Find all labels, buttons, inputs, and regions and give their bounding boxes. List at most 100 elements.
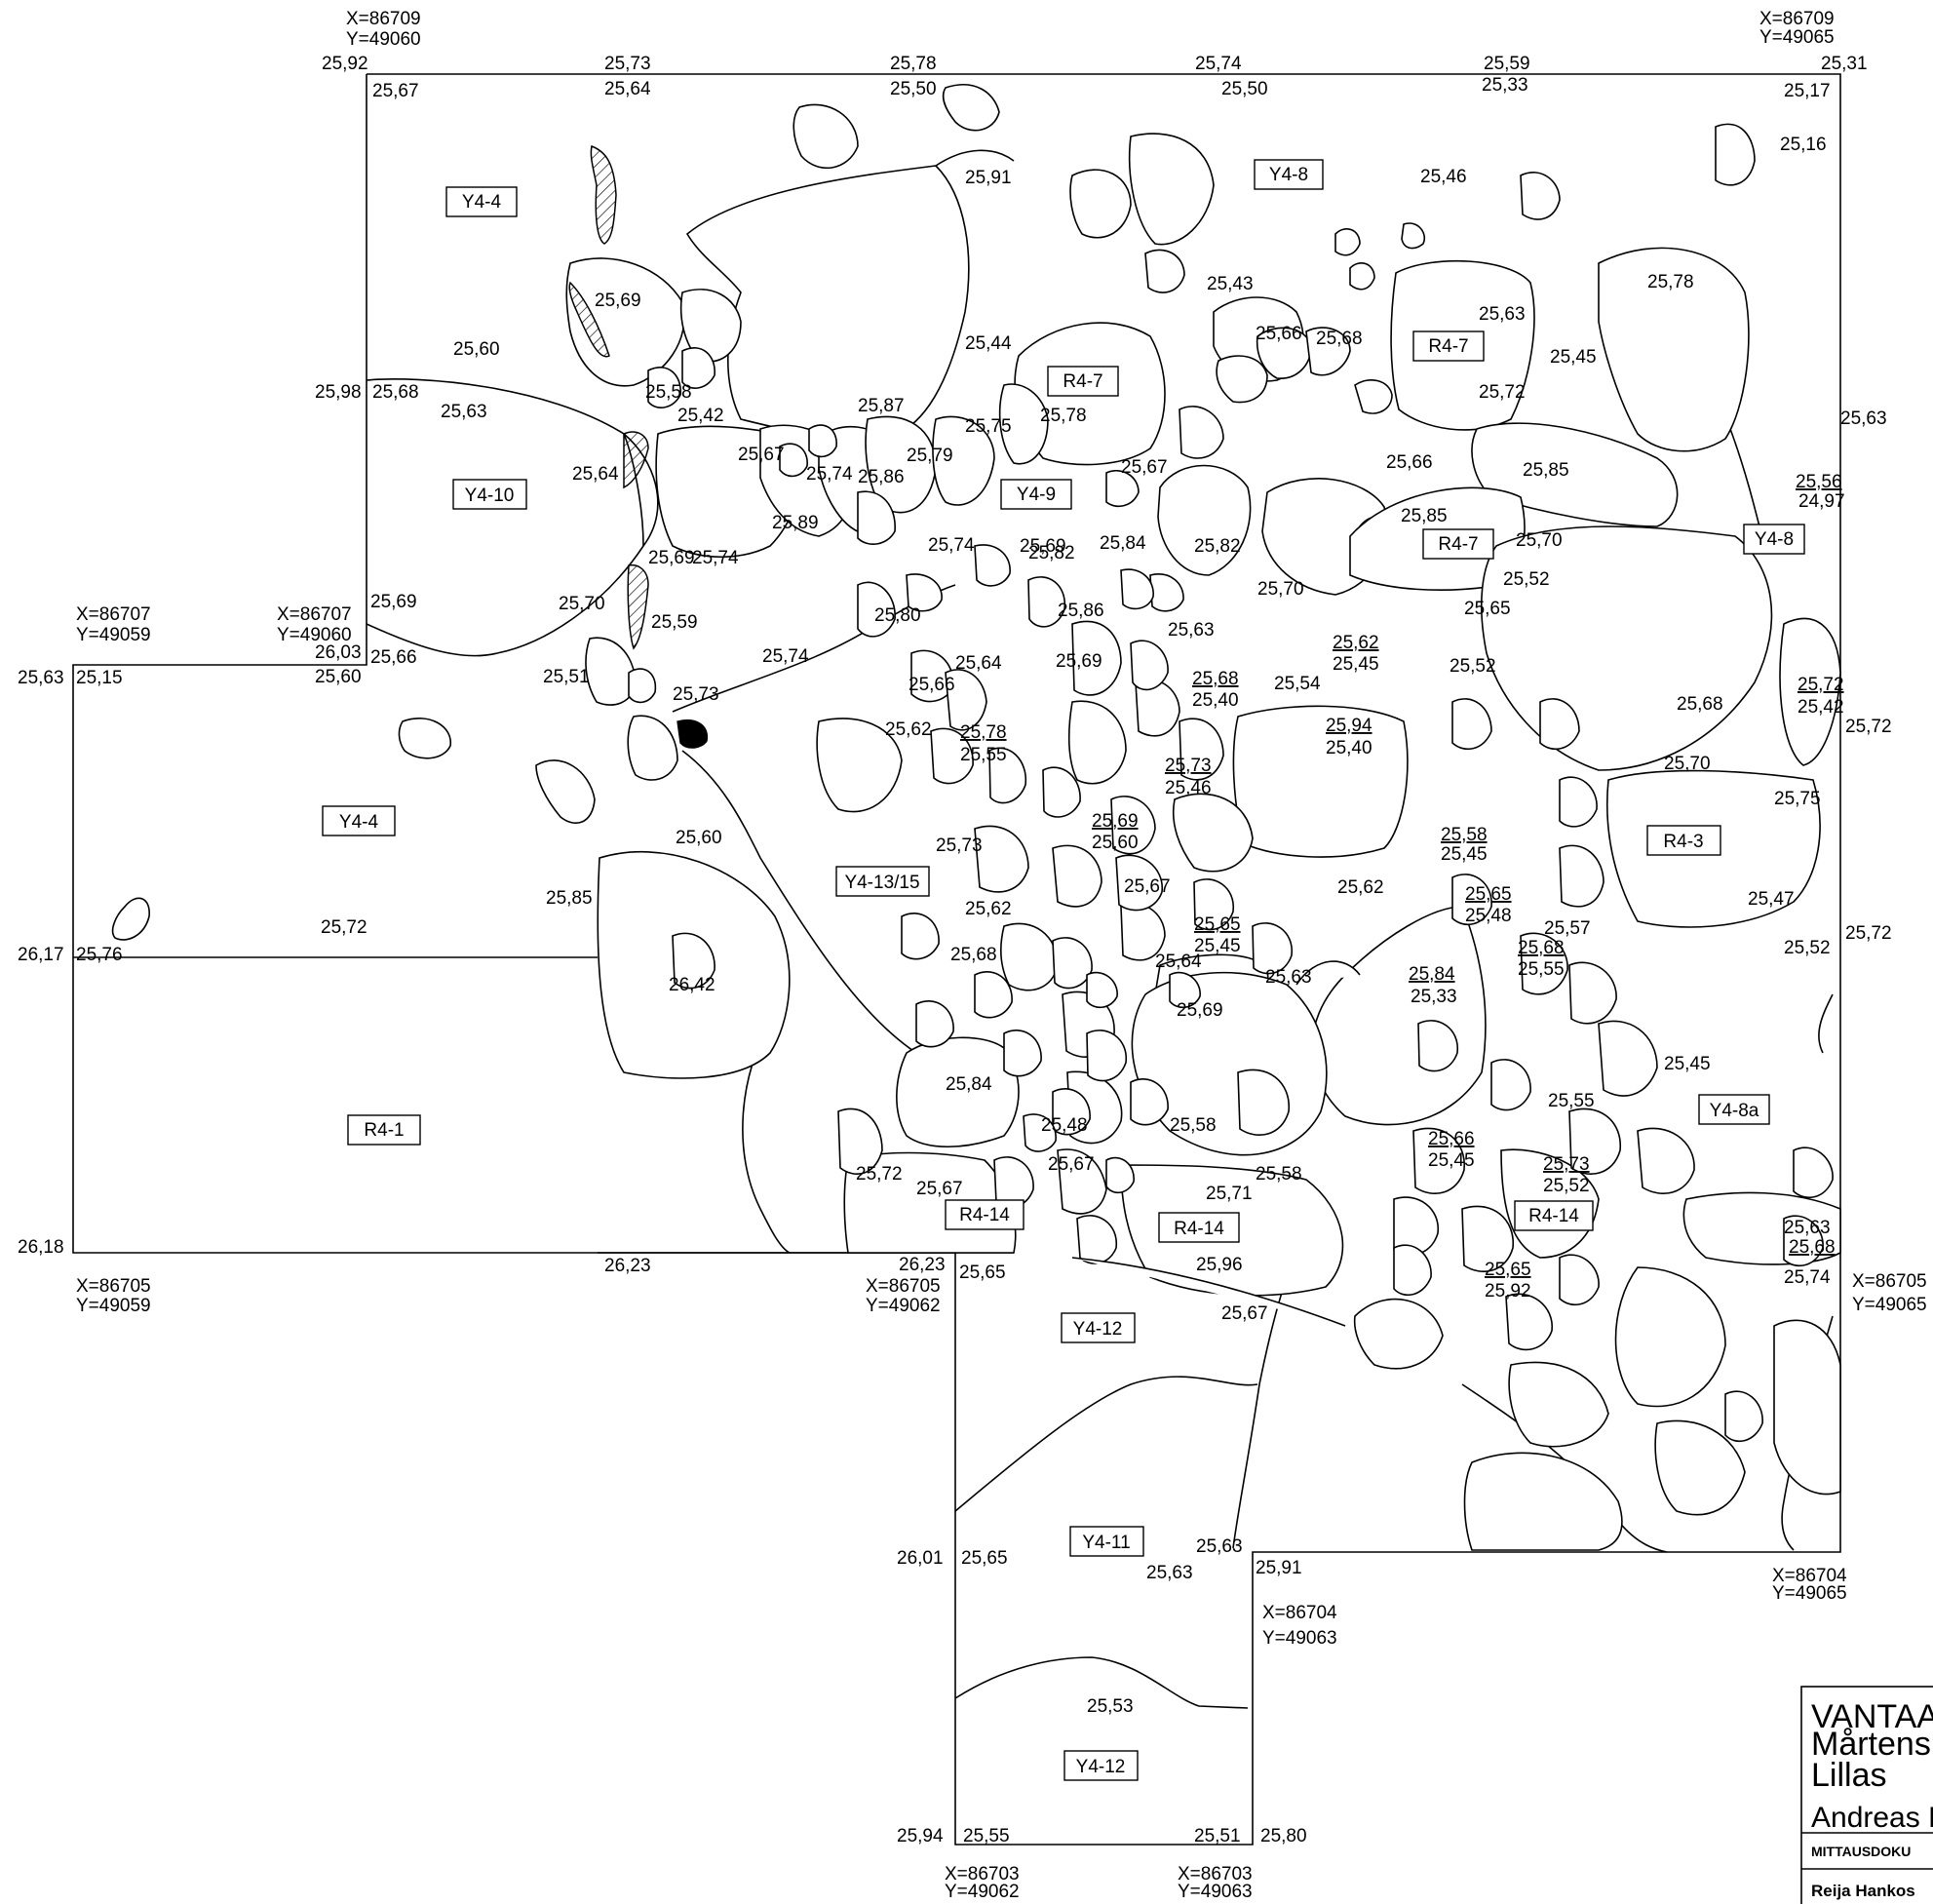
level-reading: 25,58 xyxy=(1170,1115,1217,1136)
level-reading: 25,57 xyxy=(1544,918,1591,939)
level-reading: 26,23 xyxy=(899,1255,946,1275)
level-reading: 25,45 xyxy=(1428,1150,1475,1171)
svg-text:Y4-4: Y4-4 xyxy=(339,812,379,833)
level-reading: 25,65 xyxy=(959,1263,1006,1283)
level-reading: 25,52 xyxy=(1784,938,1831,958)
level-reading: 25,89 xyxy=(772,513,819,533)
svg-text:X=86709: X=86709 xyxy=(1759,9,1835,29)
svg-text:X=86709: X=86709 xyxy=(346,9,421,29)
level-reading: 25,71 xyxy=(1206,1184,1253,1204)
level-reading: 25,91 xyxy=(1256,1558,1302,1578)
level-reading: 25,67 xyxy=(1048,1154,1095,1175)
svg-text:Y4-12: Y4-12 xyxy=(1076,1757,1126,1777)
svg-text:Y4-8a: Y4-8a xyxy=(1710,1101,1759,1121)
level-reading: 25,78 xyxy=(890,54,937,74)
svg-text:Y=49059: Y=49059 xyxy=(76,1296,151,1316)
unit-label: Y4-10 xyxy=(452,479,527,510)
level-reading: 25,85 xyxy=(1523,460,1569,481)
svg-text:R4-14: R4-14 xyxy=(1174,1219,1224,1239)
level-reading: 25,65 xyxy=(1485,1260,1531,1280)
title-author: Andreas L xyxy=(1811,1802,1933,1834)
svg-text:Y=49060: Y=49060 xyxy=(346,29,421,50)
level-reading: 25,46 xyxy=(1165,778,1212,798)
level-reading: 25,67 xyxy=(1124,876,1171,897)
level-reading: 25,62 xyxy=(885,719,932,740)
level-reading: 25,55 xyxy=(1518,959,1565,980)
svg-text:X=86705: X=86705 xyxy=(866,1276,941,1297)
level-reading: 25,85 xyxy=(1401,506,1448,526)
level-reading: 25,70 xyxy=(1257,579,1304,600)
level-reading: 25,68 xyxy=(950,945,997,965)
svg-text:Y4-13/15: Y4-13/15 xyxy=(844,873,919,893)
level-reading: 25,69 xyxy=(1020,536,1066,557)
level-reading: 25,66 xyxy=(909,675,955,695)
level-reading: 25,45 xyxy=(1664,1054,1711,1074)
level-reading: 25,48 xyxy=(1465,906,1512,926)
level-reading: 24,97 xyxy=(1798,491,1845,512)
level-reading: 25,73 xyxy=(673,684,719,705)
unit-label: Y4-8 xyxy=(1743,524,1805,555)
svg-text:Y=49060: Y=49060 xyxy=(277,625,352,645)
unit-label: Y4-12 xyxy=(1061,1312,1136,1343)
hatched-features xyxy=(568,144,649,650)
level-reading: 25,78 xyxy=(1040,406,1087,426)
level-reading: 25,43 xyxy=(1207,274,1254,294)
level-reading: 25,72 xyxy=(321,917,367,938)
level-reading: 25,48 xyxy=(1041,1115,1088,1136)
title-block: VANTAA Mårtensb Lillas Andreas L MITTAUS… xyxy=(1800,1686,1933,1904)
level-reading: 25,75 xyxy=(965,416,1012,437)
level-reading: 25,52 xyxy=(1543,1176,1590,1196)
level-reading: 26,23 xyxy=(604,1256,651,1276)
level-reading: 25,68 xyxy=(1789,1237,1836,1258)
level-reading: 25,66 xyxy=(1386,452,1433,473)
level-reading: 25,63 xyxy=(1840,408,1887,429)
level-reading: 25,74 xyxy=(692,548,739,568)
level-reading: 25,45 xyxy=(1441,844,1488,865)
level-reading: 25,94 xyxy=(897,1826,944,1846)
level-reading: 25,82 xyxy=(1028,543,1075,563)
level-reading: 25,70 xyxy=(1664,754,1711,774)
unit-label: R4-3 xyxy=(1646,825,1721,856)
svg-text:Y=49063: Y=49063 xyxy=(1178,1882,1253,1902)
level-reading: 25,63 xyxy=(1265,967,1312,988)
svg-text:Y=49062: Y=49062 xyxy=(866,1296,941,1316)
level-reading: 25,17 xyxy=(1784,81,1831,101)
unit-label: R4-14 xyxy=(1158,1212,1240,1243)
level-reading: 25,73 xyxy=(604,54,651,74)
level-reading: 25,72 xyxy=(1479,382,1526,403)
level-reading: 25,74 xyxy=(928,535,975,556)
level-reading: 25,42 xyxy=(1798,697,1844,718)
level-reading: 25,62 xyxy=(1337,877,1384,898)
level-reading: 25,64 xyxy=(604,79,651,99)
level-reading: 25,80 xyxy=(1260,1826,1307,1846)
svg-text:X=86707: X=86707 xyxy=(277,604,352,625)
level-reading: 25,60 xyxy=(453,339,500,360)
level-reading: 25,69 xyxy=(1177,1000,1223,1021)
level-reading: 25,84 xyxy=(1100,533,1146,554)
level-reading: 25,67 xyxy=(1121,457,1168,478)
unit-label: R4-14 xyxy=(945,1199,1024,1230)
level-reading: 25,72 xyxy=(1798,675,1844,695)
level-reading: 25,64 xyxy=(572,464,619,485)
level-reading: 25,53 xyxy=(1087,1696,1134,1717)
level-reading: 25,63 xyxy=(1479,304,1526,325)
unit-label: R4-1 xyxy=(347,1114,421,1146)
level-reading: 25,68 xyxy=(1518,938,1565,958)
level-reading: 25,68 xyxy=(1677,694,1723,715)
level-reading: 25,40 xyxy=(1326,738,1372,758)
level-reading: 25,55 xyxy=(960,745,1007,765)
level-reading: 25,59 xyxy=(1484,54,1530,74)
level-reading: 25,85 xyxy=(546,888,593,909)
level-reading: 25,16 xyxy=(1780,135,1827,155)
level-reading: 25,67 xyxy=(738,445,785,465)
level-reading: 25,92 xyxy=(1485,1281,1531,1302)
svg-text:X=86703: X=86703 xyxy=(1178,1864,1253,1885)
unit-label: R4-7 xyxy=(1047,366,1119,397)
level-reading: 25,73 xyxy=(936,835,983,856)
